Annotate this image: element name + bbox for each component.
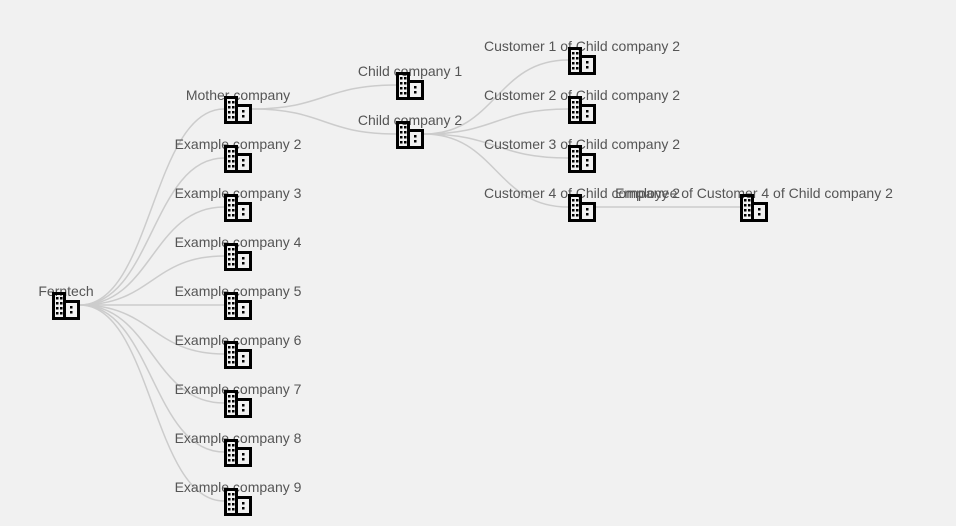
building-icon bbox=[223, 487, 253, 517]
building-icon bbox=[395, 71, 425, 101]
building-icon bbox=[739, 193, 769, 223]
tree-link bbox=[79, 304, 225, 502]
node-label: Customer 1 of Child company 2 bbox=[483, 38, 681, 54]
building-icon bbox=[567, 95, 597, 125]
node-label: Employee of Customer 4 of Child company … bbox=[615, 185, 893, 201]
tree-link bbox=[79, 206, 225, 306]
building-icon bbox=[223, 144, 253, 174]
node-label: Child company 2 bbox=[357, 112, 463, 128]
building-icon bbox=[223, 438, 253, 468]
tree-link bbox=[79, 108, 225, 306]
tree-link bbox=[79, 255, 225, 306]
building-icon bbox=[567, 46, 597, 76]
building-icon bbox=[223, 95, 253, 125]
building-icon bbox=[223, 193, 253, 223]
tree-link bbox=[423, 108, 569, 135]
tree-link bbox=[423, 133, 569, 159]
node-label: Customer 3 of Child company 2 bbox=[483, 136, 681, 152]
node-label: Child company 1 bbox=[357, 63, 463, 79]
building-icon bbox=[223, 291, 253, 321]
node-label: Example company 6 bbox=[174, 332, 302, 348]
node-label: Example company 8 bbox=[174, 430, 302, 446]
node-label: Example company 4 bbox=[174, 234, 302, 250]
node-label: Example company 9 bbox=[174, 479, 302, 495]
tree-link bbox=[423, 133, 569, 208]
tree-link bbox=[423, 59, 569, 135]
node-label: Customer 4 of Child company 2 bbox=[483, 185, 681, 201]
node-label: Example company 3 bbox=[174, 185, 302, 201]
tree-link bbox=[79, 304, 225, 355]
node-label: Example company 5 bbox=[174, 283, 302, 299]
node-label: Customer 2 of Child company 2 bbox=[483, 87, 681, 103]
building-icon bbox=[567, 193, 597, 223]
building-icon bbox=[223, 242, 253, 272]
tree-link bbox=[251, 108, 397, 135]
building-icon bbox=[395, 120, 425, 150]
node-label: Example company 7 bbox=[174, 381, 302, 397]
tree-link bbox=[79, 304, 225, 404]
building-icon bbox=[223, 389, 253, 419]
building-icon bbox=[567, 144, 597, 174]
node-label: Example company 2 bbox=[174, 136, 302, 152]
tree-link bbox=[79, 304, 225, 453]
tree-link bbox=[79, 157, 225, 306]
node-label: Mother company bbox=[185, 87, 291, 103]
building-icon bbox=[223, 340, 253, 370]
building-icon bbox=[51, 291, 81, 321]
tree-link bbox=[251, 84, 397, 110]
